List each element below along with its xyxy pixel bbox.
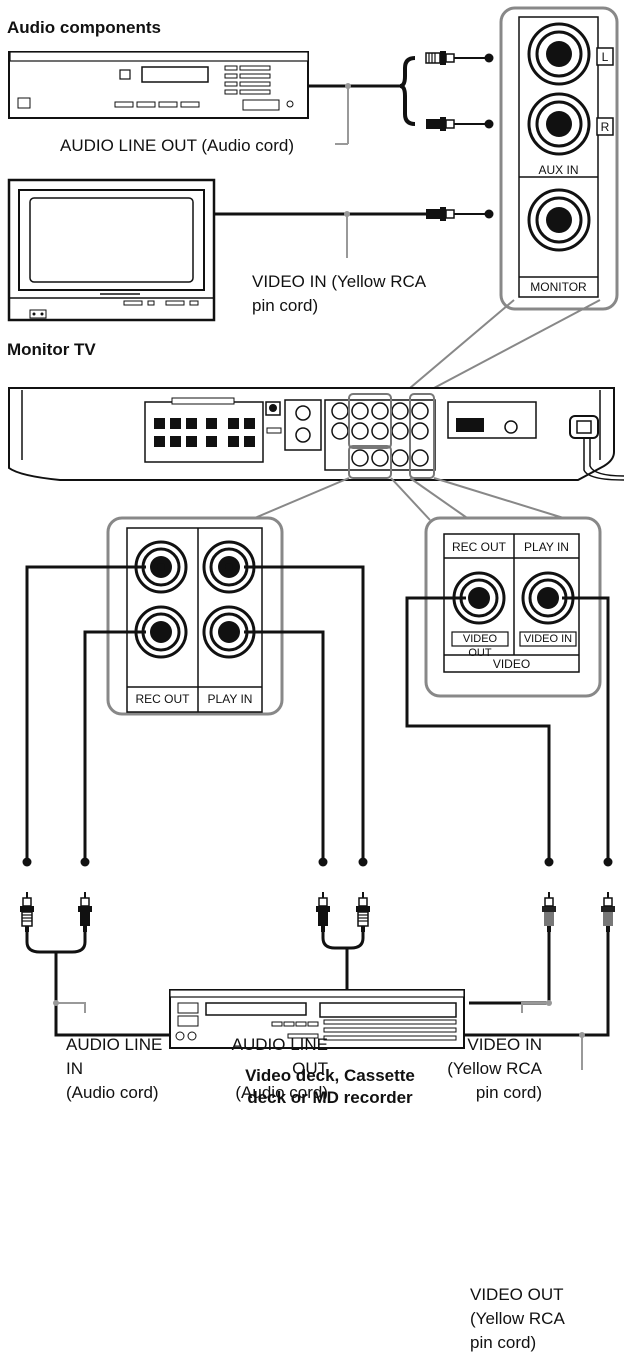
left-channel-label: L xyxy=(601,50,609,64)
video-deck-device xyxy=(169,989,465,1049)
top-video-cord xyxy=(214,206,494,258)
deck-cords xyxy=(25,932,610,1037)
receiver-rear-panel xyxy=(8,387,625,481)
audio-line-out-callout: AUDIO LINE OUT (Audio cord) xyxy=(231,1035,328,1102)
video-in-top-callout: VIDEO IN (Yellow RCA pin cord) xyxy=(252,272,427,315)
audio-rec-play-panel xyxy=(106,516,284,716)
monitor-tv-heading: Monitor TV xyxy=(7,340,96,359)
monitor-tv-device xyxy=(7,178,216,322)
top-audio-cord xyxy=(308,50,494,145)
aux-monitor-panel xyxy=(499,6,619,311)
rec-out-video-label: REC OUT xyxy=(452,540,506,554)
audio-line-out-top-callout: AUDIO LINE OUT (Audio cord) xyxy=(60,136,294,155)
audio-component-device xyxy=(8,51,309,119)
video-out-jack-label: VIDEO OUT xyxy=(462,633,498,659)
play-in-video-label: PLAY IN xyxy=(524,540,569,554)
video-in-bottom-callout: VIDEO IN (Yellow RCA pin cord) xyxy=(447,1035,542,1102)
video-out-callout: VIDEO OUT (Yellow RCA pin cord) xyxy=(470,1285,565,1352)
video-in-jack-label: VIDEO IN xyxy=(523,633,573,645)
video-section-label: VIDEO xyxy=(492,657,531,671)
cord-end-dots xyxy=(22,563,613,867)
right-channel-label: R xyxy=(600,120,610,134)
aux-in-label: AUX IN xyxy=(538,163,579,177)
audio-components-heading: Audio components xyxy=(7,18,161,37)
play-in-audio-label: PLAY IN xyxy=(207,692,253,706)
video-deck-heading: Video deck, Cassette deck or MD recorder xyxy=(245,1066,415,1107)
monitor-label: MONITOR xyxy=(530,280,587,294)
rec-out-audio-label: REC OUT xyxy=(135,692,190,706)
audio-line-in-callout: AUDIO LINE IN (Audio cord) xyxy=(66,1035,163,1102)
lower-cords xyxy=(25,565,610,862)
video-rec-play-panel xyxy=(424,516,602,698)
